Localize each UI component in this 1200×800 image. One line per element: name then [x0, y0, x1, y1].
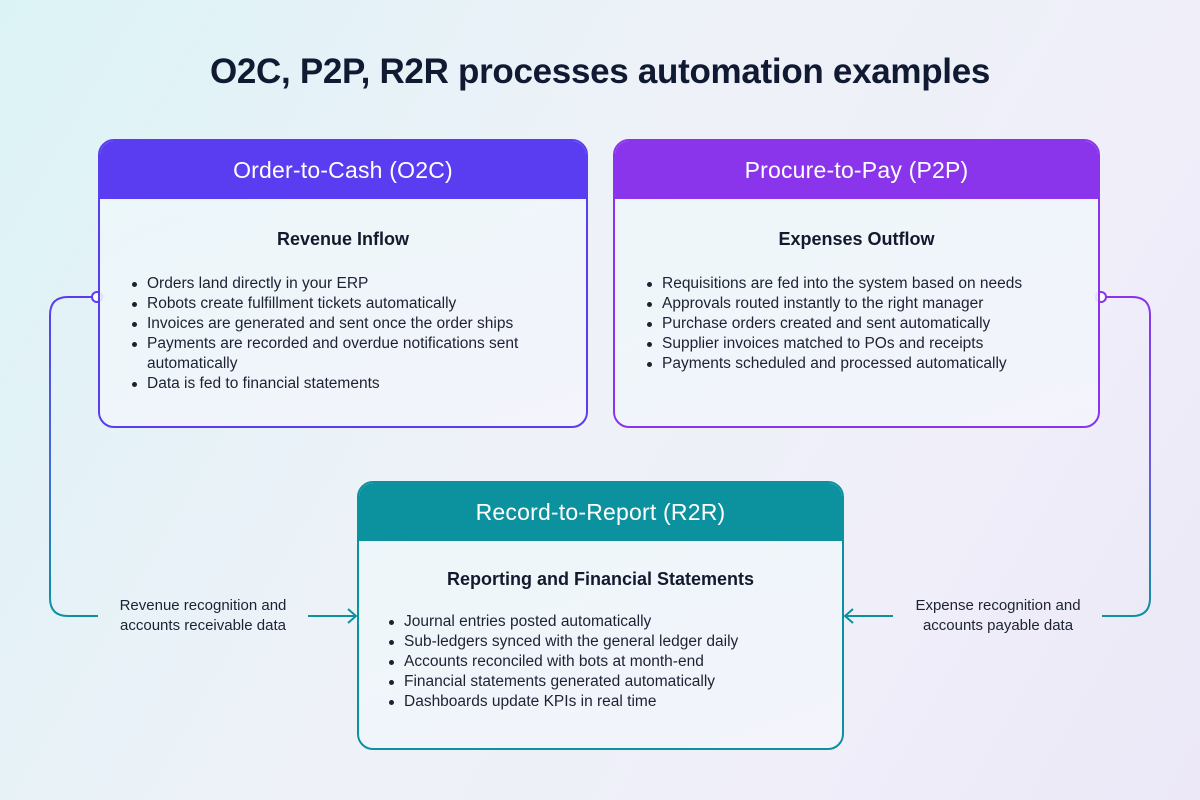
card-header: Procure-to-Pay (P2P)	[615, 141, 1098, 199]
card-subtitle: Revenue Inflow	[276, 229, 410, 249]
list-item: Orders land directly in your ERP	[130, 274, 562, 294]
card-record-to-report: Record-to-Report (R2R) Reporting and Fin…	[357, 481, 844, 750]
arrow-right-icon	[347, 608, 358, 624]
card-subtitle: Expenses Outflow	[778, 229, 935, 249]
arrow-left-icon	[843, 608, 854, 624]
card-subtitle: Reporting and Financial Statements	[446, 569, 755, 589]
list-item: Sub-ledgers synced with the general ledg…	[387, 632, 818, 652]
list-item: Payments are recorded and overdue notifi…	[130, 334, 562, 374]
list-item: Requisitions are fed into the system bas…	[645, 274, 1074, 294]
list-item: Payments scheduled and processed automat…	[645, 354, 1074, 374]
list-item: Financial statements generated automatic…	[387, 672, 818, 692]
connector-right-line	[1101, 296, 1151, 617]
page-title: O2C, P2P, R2R processes automation examp…	[209, 52, 991, 91]
card-header: Record-to-Report (R2R)	[359, 483, 842, 541]
list-item: Data is fed to financial statements	[130, 374, 562, 394]
card-list: Requisitions are fed into the system bas…	[615, 274, 1098, 374]
card-list: Journal entries posted automatically Sub…	[359, 612, 842, 712]
list-item: Invoices are generated and sent once the…	[130, 314, 562, 334]
list-item: Dashboards update KPIs in real time	[387, 692, 818, 712]
list-item: Accounts reconciled with bots at month-e…	[387, 652, 818, 672]
card-header: Order-to-Cash (O2C)	[100, 141, 586, 199]
card-list: Orders land directly in your ERP Robots …	[100, 274, 586, 394]
card-order-to-cash: Order-to-Cash (O2C) Revenue Inflow Order…	[98, 139, 588, 428]
list-item: Supplier invoices matched to POs and rec…	[645, 334, 1074, 354]
connector-left-line	[49, 296, 98, 617]
list-item: Approvals routed instantly to the right …	[645, 294, 1074, 314]
list-item: Purchase orders created and sent automat…	[645, 314, 1074, 334]
card-procure-to-pay: Procure-to-Pay (P2P) Expenses Outflow Re…	[613, 139, 1100, 428]
list-item: Robots create fulfillment tickets automa…	[130, 294, 562, 314]
flow-label-expense: Expense recognition and accounts payable…	[915, 597, 1081, 634]
list-item: Journal entries posted automatically	[387, 612, 818, 632]
flow-label-revenue: Revenue recognition and accounts receiva…	[119, 597, 287, 634]
